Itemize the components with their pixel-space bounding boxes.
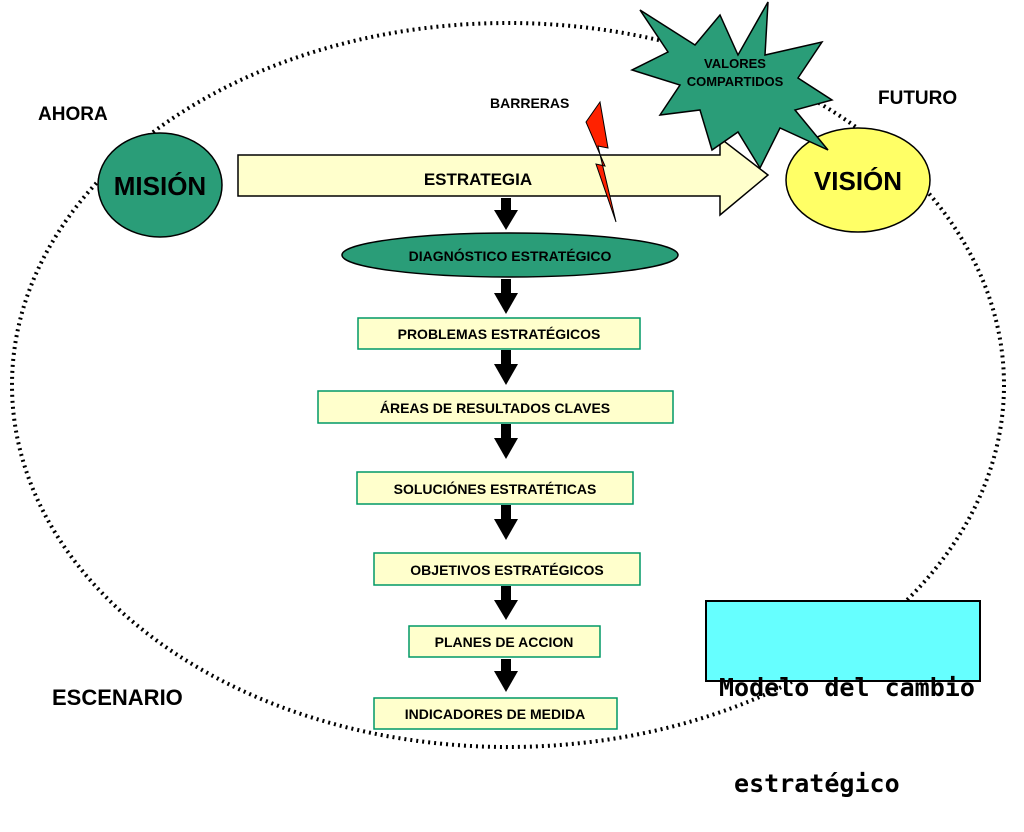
svg-text:OBJETIVOS ESTRATÉGICOS: OBJETIVOS ESTRATÉGICOS — [410, 562, 603, 578]
step-box: PROBLEMAS ESTRATÉGICOS — [357, 317, 641, 350]
flow-arrow — [494, 586, 518, 620]
estrategia-label: ESTRATEGIA — [424, 170, 532, 189]
flow-arrow — [494, 424, 518, 459]
model-title-line1: Modelo del cambio — [719, 673, 975, 702]
barreras-bolt-icon — [585, 100, 617, 223]
step-box: INDICADORES DE MEDIDA — [373, 697, 618, 730]
label-barreras: BARRERAS — [490, 95, 569, 111]
estrategia-arrow — [237, 136, 770, 217]
flow-arrow — [494, 350, 518, 385]
diagram-svg: AHORA FUTURO ESCENARIO BARRERAS ESTRATEG… — [10, 1, 1006, 749]
step-box: OBJETIVOS ESTRATÉGICOS — [373, 552, 641, 586]
svg-text:PLANES DE ACCION: PLANES DE ACCION — [435, 634, 574, 650]
mision-label: MISIÓN — [114, 171, 206, 201]
label-futuro: FUTURO — [878, 88, 957, 109]
flow-arrow — [494, 198, 518, 230]
diagram-canvas: AHORA FUTURO ESCENARIO BARRERAS ESTRATEG… — [10, 1, 1006, 798]
vision-circle — [785, 127, 931, 233]
svg-text:SOLUCIÓNES ESTRATÉTICAS: SOLUCIÓNES ESTRATÉTICAS — [394, 480, 597, 497]
label-ahora: AHORA — [38, 104, 108, 125]
step-box: SOLUCIÓNES ESTRATÉTICAS — [356, 471, 634, 505]
model-title-line2: estratégico — [719, 769, 900, 798]
valores-star — [630, 1, 834, 170]
svg-text:PROBLEMAS ESTRATÉGICOS: PROBLEMAS ESTRATÉGICOS — [398, 326, 601, 342]
flow-arrow — [494, 505, 518, 540]
step-box: ÁREAS DE RESULTADOS CLAVES — [317, 390, 674, 424]
model-title-box: Modelo del cambio estratégico — [705, 600, 981, 798]
valores-label-line1: VALORES — [704, 56, 766, 71]
flow-arrow — [494, 659, 518, 692]
mision-circle — [97, 132, 223, 238]
flow-arrow — [494, 279, 518, 314]
svg-text:ÁREAS DE RESULTADOS CLAVES: ÁREAS DE RESULTADOS CLAVES — [380, 400, 610, 416]
valores-label-line2: COMPARTIDOS — [687, 74, 784, 89]
diagnostico-label: DIAGNÓSTICO ESTRATÉGICO — [409, 247, 612, 264]
step-box: PLANES DE ACCION — [408, 625, 601, 658]
scenario-ellipse — [10, 21, 1006, 749]
svg-text:INDICADORES DE MEDIDA: INDICADORES DE MEDIDA — [405, 706, 585, 722]
diagnostico-ellipse — [341, 232, 679, 278]
vision-label: VISIÓN — [814, 166, 902, 196]
label-escenario: ESCENARIO — [52, 685, 183, 710]
